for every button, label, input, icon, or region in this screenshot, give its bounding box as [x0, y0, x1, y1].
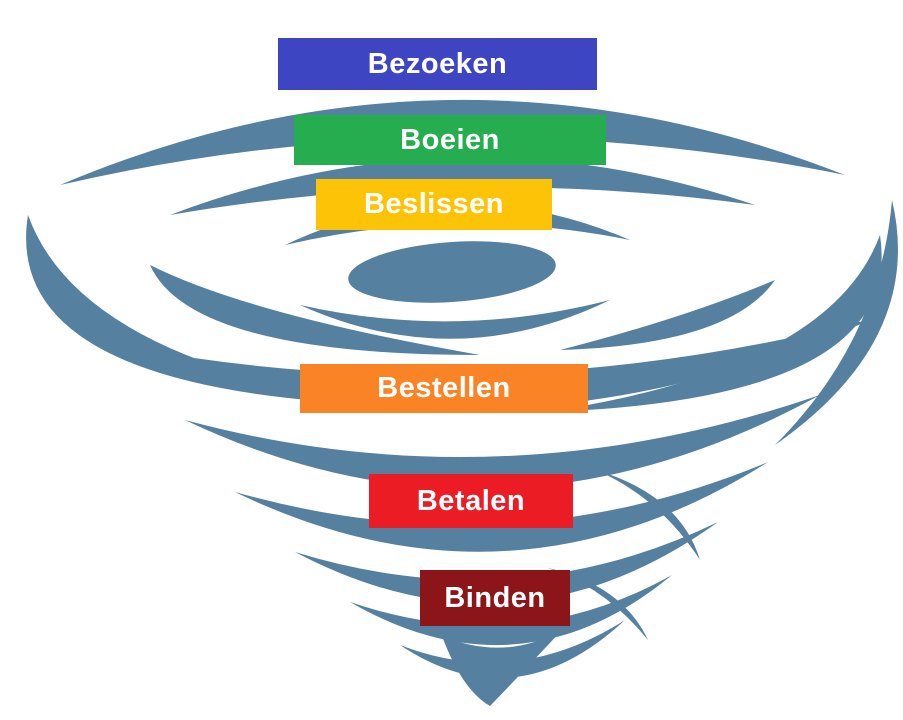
tornado-band-5	[350, 575, 672, 646]
tornado-swirl-top-outer	[60, 99, 845, 185]
tornado-swirl-left-mid	[150, 265, 480, 355]
funnel-stage-binden: Binden	[420, 570, 570, 626]
funnel-stage-bestellen: Bestellen	[300, 364, 588, 413]
funnel-stage-bezoeken: Bezoeken	[278, 38, 597, 90]
tornado-swirl-right-mid	[560, 280, 775, 350]
tornado-band-1	[90, 318, 875, 410]
tornado-swirl-right-outer	[545, 235, 882, 412]
funnel-stage-label: Bezoeken	[367, 47, 508, 80]
tornado-eye	[348, 241, 556, 303]
funnel-stage-betalen: Betalen	[369, 474, 573, 528]
funnel-stage-label: Beslissen	[364, 188, 504, 220]
tornado-swirl-group	[26, 99, 898, 706]
funnel-stage-label: Betalen	[416, 484, 526, 517]
tornado-tip	[442, 630, 562, 706]
tornado-swirl-bottom-inner	[300, 300, 610, 339]
tornado-band-2	[185, 395, 820, 490]
funnel-stage-label: Binden	[444, 581, 546, 614]
funnel-stage-beslissen: Beslissen	[316, 179, 552, 230]
funnel-stage-label: Bestellen	[377, 372, 511, 404]
tornado-band-3	[235, 462, 768, 552]
tornado-right-rim	[775, 200, 898, 445]
funnel-stage-boeien: Boeien	[294, 115, 606, 165]
tornado-band-4	[295, 522, 718, 604]
funnel-stage-label: Boeien	[400, 123, 500, 156]
